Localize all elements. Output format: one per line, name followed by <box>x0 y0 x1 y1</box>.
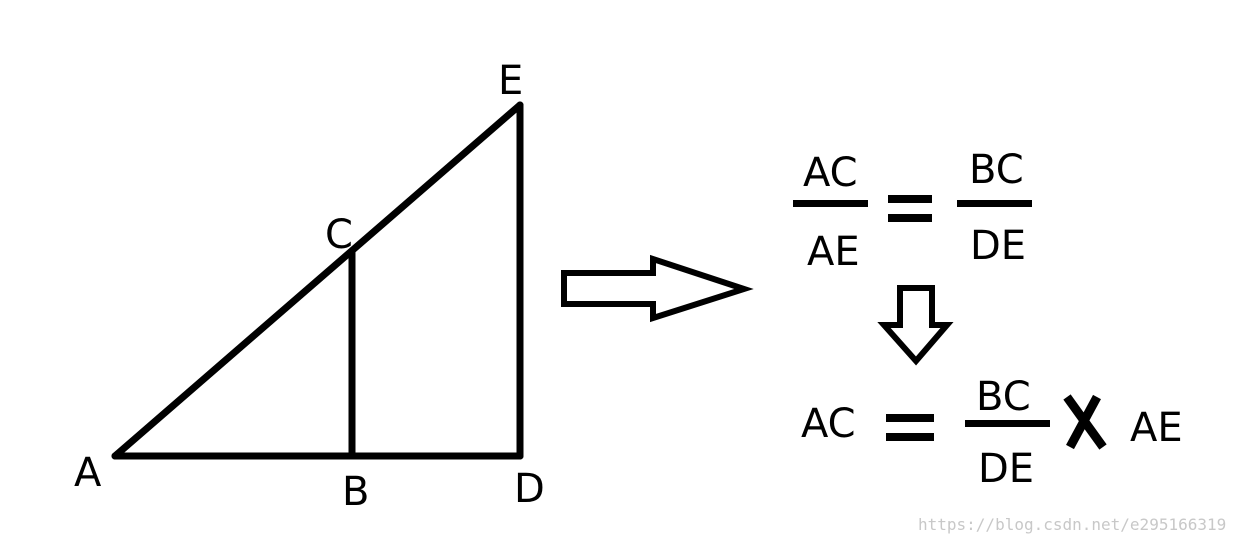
eq2-lhs: AC <box>801 401 856 447</box>
eq1-right-denominator: DE <box>970 223 1026 269</box>
label-vertex-E: E <box>498 58 523 104</box>
label-vertex-A: A <box>74 450 102 496</box>
eq1-left-fraction-bar <box>793 200 868 207</box>
down-arrow-icon <box>877 285 954 366</box>
eq1-right-numerator: BC <box>969 147 1024 193</box>
label-vertex-B: B <box>342 469 369 515</box>
segment-AE <box>111 101 524 460</box>
eq1-equals-bar-top <box>888 195 932 203</box>
eq2-denominator: DE <box>978 446 1034 492</box>
label-vertex-C: C <box>325 212 353 258</box>
eq1-equals-bar-bottom <box>888 214 932 222</box>
equation-1: AC AE = BC DE <box>793 147 1032 275</box>
label-vertex-D: D <box>514 466 545 512</box>
triangle-figure <box>111 101 524 460</box>
eq1-left-denominator: AE <box>807 229 860 275</box>
equation-2: AC = BC DE X AE <box>801 374 1183 492</box>
watermark-url: https://blog.csdn.net/e295166319 <box>918 515 1226 534</box>
right-arrow-icon <box>561 254 754 323</box>
eq2-numerator: BC <box>976 374 1031 420</box>
eq2-equals-bar-top <box>886 414 934 422</box>
eq1-right-fraction-bar <box>957 200 1032 207</box>
times-icon <box>1063 394 1107 450</box>
eq2-fraction-bar <box>965 420 1050 427</box>
eq2-factor: AE <box>1130 405 1183 451</box>
eq1-left-numerator: AC <box>803 150 858 196</box>
eq2-equals-bar-bottom <box>886 433 934 441</box>
